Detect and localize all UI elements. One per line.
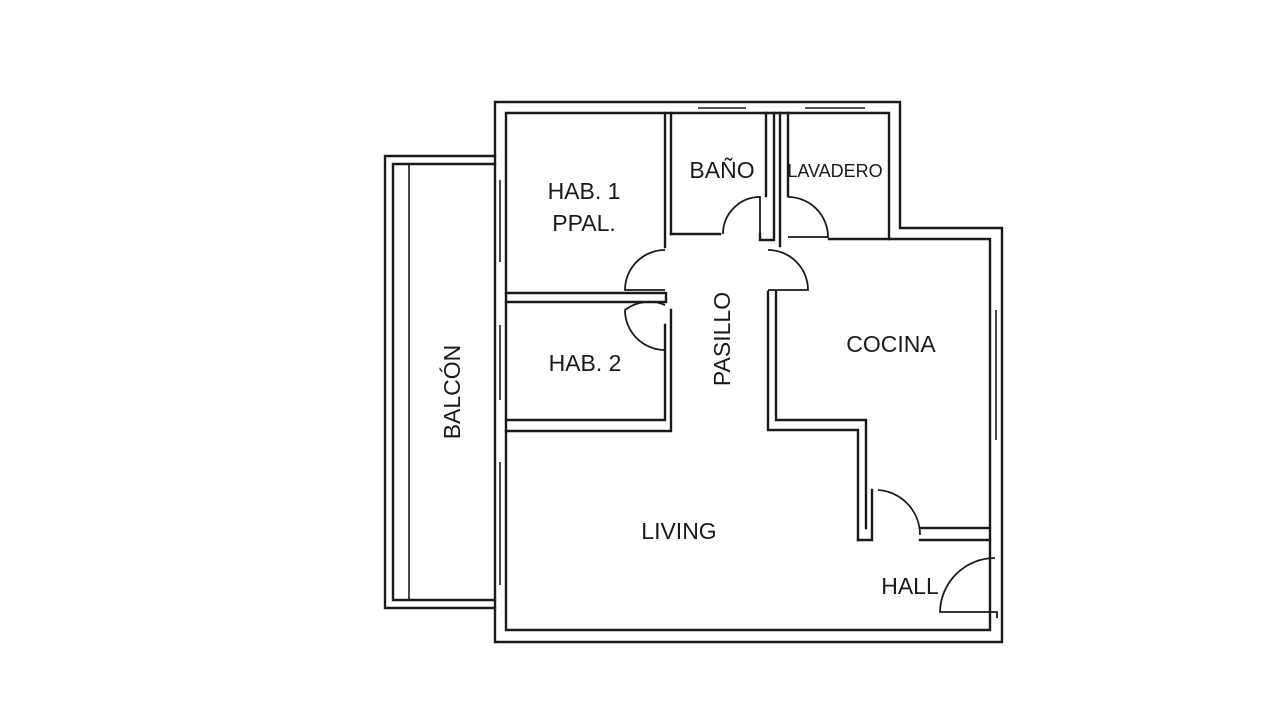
wall-cocina-south [918, 526, 992, 542]
wall-hab1-hab2 [504, 291, 668, 304]
door-cocina [767, 249, 809, 291]
wall-hab2-east [504, 308, 673, 433]
room-label-living: LIVING [641, 518, 716, 544]
balcony-rail-inner [391, 162, 497, 602]
wall-bano [669, 111, 776, 242]
door-bano [722, 196, 761, 235]
room-label-cocina: COCINA [846, 331, 936, 357]
door-entrance [939, 557, 998, 618]
door-lavadero [787, 196, 829, 238]
door-hall-cocina [877, 489, 921, 536]
room-label-hab1-ppal: PPAL. [552, 210, 616, 236]
door-hab1 [624, 249, 666, 291]
wall-hab1-east [663, 111, 673, 249]
room-label-lavadero: LAVADERO [787, 161, 882, 181]
outer-wall-outline [493, 100, 1004, 644]
room-label-balcon: BALCÓN [439, 345, 465, 440]
wall-lavadero [778, 111, 891, 248]
room-label-hab2: HAB. 2 [549, 350, 622, 376]
balcony-rail-outer [383, 154, 497, 610]
room-label-pasillo: PASILLO [709, 292, 735, 386]
room-label-hab1: HAB. 1 [548, 178, 621, 204]
room-label-hall: HALL [881, 573, 939, 599]
outer-wall-inner [504, 111, 992, 632]
wall-stub [856, 488, 874, 542]
room-label-bano: BAÑO [689, 157, 754, 183]
wall-cocina-west [766, 290, 868, 542]
door-hab2 [624, 300, 666, 351]
